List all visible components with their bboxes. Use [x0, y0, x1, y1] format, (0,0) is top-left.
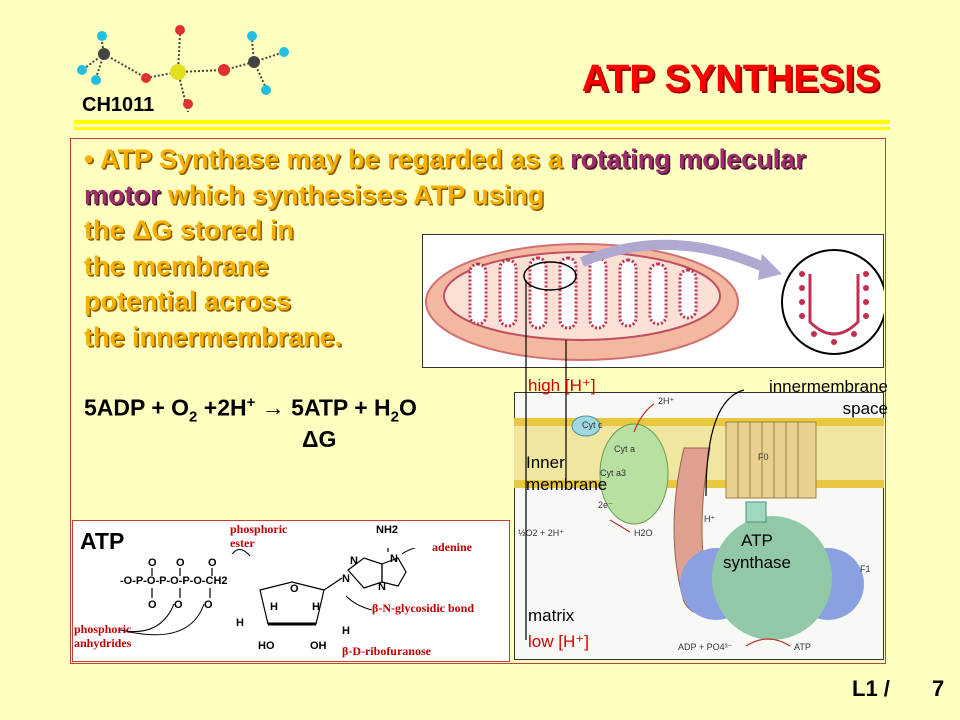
label-glycosidic-bond: β-N-glycosidic bond: [372, 601, 474, 615]
svg-text:O: O: [290, 583, 299, 595]
reaction-equation: 5ADP + O2 +2H+ → 5ATP + H2O: [84, 394, 417, 426]
bullet-marker: •: [84, 144, 94, 174]
oh-group: OH: [310, 640, 327, 652]
label-low-h: low [H⁺]: [528, 632, 589, 651]
atp-synthase-drawing: Cyt c Cyt a Cyt a3 F0 F1 H⁺ 2H⁺ 2e⁻ ½O2 …: [514, 396, 884, 652]
svg-text:N: N: [378, 581, 386, 593]
svg-text:Cyt a: Cyt a: [614, 444, 635, 454]
highlight-motor: rotating molecular motor: [84, 144, 806, 210]
divider: [74, 120, 890, 124]
svg-text:½O2 + 2H⁺: ½O2 + 2H⁺: [518, 528, 564, 538]
label-ribofuranose: β-D-ribofuranose: [342, 644, 431, 658]
svg-text:H2O: H2O: [634, 528, 653, 538]
svg-text:F1: F1: [860, 564, 871, 574]
ho-group: HO: [258, 640, 275, 652]
label-phosphoric-ester: phosphoric ester: [230, 522, 288, 550]
label-phosphoric-anhydrides: phosphoric anhydrides: [74, 622, 132, 650]
atp-structure-title: ATP: [80, 528, 125, 554]
label-atp-synthase: ATP synthase: [722, 531, 792, 572]
slide-title: ATP SYNTHESIS: [581, 58, 880, 100]
svg-text:F0: F0: [758, 452, 769, 462]
slide-prefix: L1 /: [852, 676, 890, 701]
label-innermembrane-space: innermembrane space: [768, 377, 888, 418]
bullet-part2: which synthesises ATP using: [160, 179, 545, 210]
svg-text:2H⁺: 2H⁺: [658, 396, 675, 406]
svg-text:Cyt c: Cyt c: [582, 420, 603, 430]
delta-g-label: ΔG: [302, 426, 337, 452]
label-matrix: matrix: [528, 606, 575, 625]
svg-text:H⁺: H⁺: [704, 514, 715, 524]
nh2-group: NH2: [376, 524, 399, 536]
svg-text:O: O: [204, 599, 213, 611]
svg-text:ATP: ATP: [794, 642, 811, 652]
svg-text:O: O: [174, 599, 183, 611]
mitochondrion-drawing: [425, 239, 884, 361]
divider: [74, 127, 890, 130]
slide-number: 7: [932, 676, 945, 701]
callout-lines: [525, 280, 745, 640]
svg-text:ADP + PO4³⁻: ADP + PO4³⁻: [678, 642, 733, 652]
svg-text:O: O: [148, 557, 157, 569]
bullet-line3: the ΔG stored in: [84, 215, 294, 245]
label-adenine: adenine: [432, 540, 473, 554]
bullet-line5: potential across: [84, 286, 292, 316]
svg-text:H: H: [342, 625, 350, 637]
atp-structure-box: [72, 520, 510, 662]
svg-text:O: O: [208, 557, 217, 569]
svg-text:N: N: [350, 555, 358, 567]
label-high-h: high [H⁺]: [528, 376, 596, 395]
svg-text:O: O: [148, 599, 157, 611]
svg-text:Cyt a3: Cyt a3: [600, 468, 626, 478]
svg-text:H: H: [236, 617, 244, 629]
svg-text:N: N: [342, 573, 350, 585]
molecule-logo: [77, 25, 289, 112]
svg-text:2e⁻: 2e⁻: [598, 500, 613, 510]
content-frame: [70, 138, 886, 664]
svg-text:O: O: [176, 557, 185, 569]
svg-text:H: H: [312, 601, 320, 613]
bullet-line6: the innermembrane.: [84, 321, 343, 352]
course-code: CH1011: [82, 94, 155, 116]
svg-text:H: H: [270, 601, 278, 613]
phosphate-chain: -O-P-O-P-O-P-O-CH2: [120, 575, 228, 587]
bullet-text: • ATP Synthase may be regarded as a rota…: [84, 142, 884, 355]
bullet-part1: ATP Synthase may be regarded as a: [99, 144, 571, 174]
label-inner-membrane: Inner membrane: [526, 453, 608, 494]
bullet-line4: the membrane: [84, 250, 269, 281]
